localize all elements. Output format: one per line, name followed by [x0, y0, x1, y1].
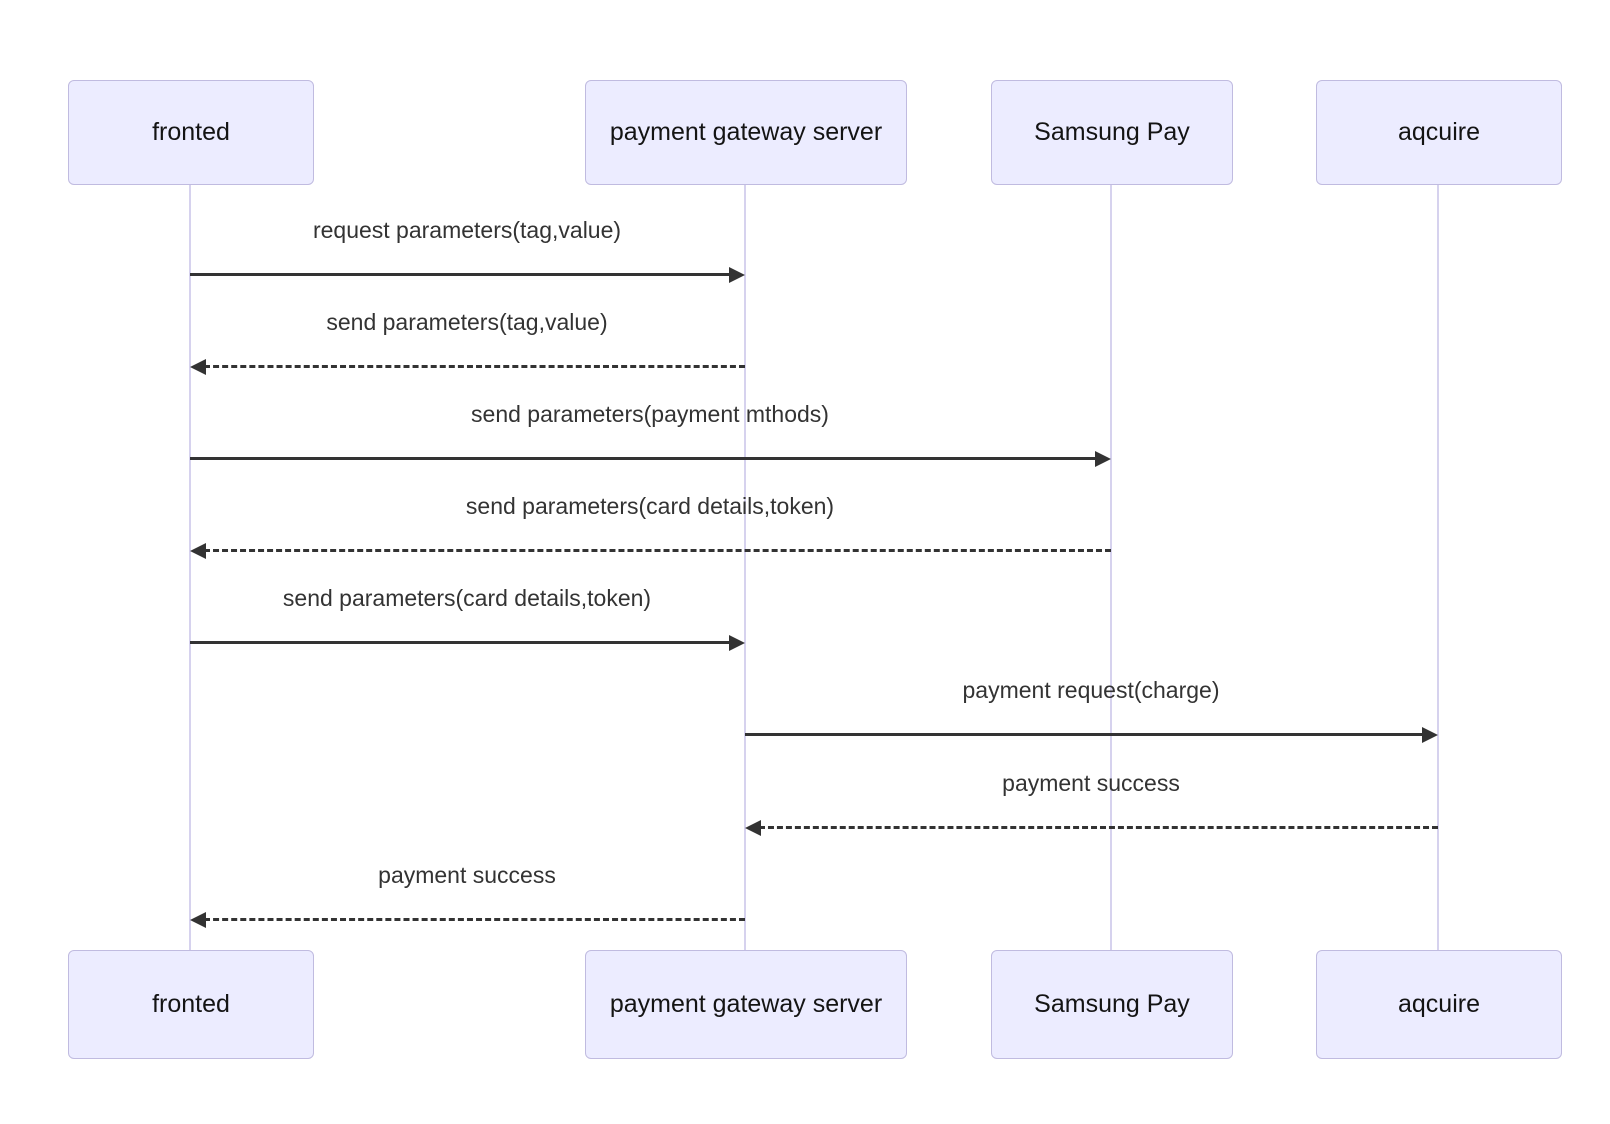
message-line-4: [204, 549, 1111, 552]
actor-label: aqcuire: [1398, 990, 1480, 1018]
message-line-2: [204, 365, 745, 368]
message-line-8: [204, 918, 745, 921]
actor-top-aqcuire: aqcuire: [1316, 80, 1562, 185]
message-line-7: [759, 826, 1438, 829]
actor-label: fronted: [152, 990, 230, 1018]
message-label-5: send parameters(card details,token): [282, 585, 652, 611]
lifeline-aqcuire: [1437, 183, 1439, 950]
actor-bottom-payment-gateway-server: payment gateway server: [585, 950, 907, 1059]
arrowhead-right-icon: [729, 635, 745, 651]
actor-label: Samsung Pay: [1034, 990, 1190, 1018]
message-label-7: payment success: [1002, 770, 1180, 796]
message-line-3: [190, 457, 1097, 460]
message-label-8: payment success: [378, 862, 556, 888]
message-label-2: send parameters(tag,value): [326, 309, 608, 335]
arrowhead-right-icon: [729, 267, 745, 283]
actor-bottom-aqcuire: aqcuire: [1316, 950, 1562, 1059]
actor-bottom-samsung-pay: Samsung Pay: [991, 950, 1233, 1059]
message-label-6: payment request(charge): [962, 677, 1220, 703]
actor-label: Samsung Pay: [1034, 118, 1190, 146]
actor-label: aqcuire: [1398, 118, 1480, 146]
message-label-1: request parameters(tag,value): [312, 217, 622, 243]
arrowhead-left-icon: [190, 543, 206, 559]
lifeline-payment-gateway-server: [744, 183, 746, 950]
arrowhead-left-icon: [745, 820, 761, 836]
actor-label: payment gateway server: [609, 990, 883, 1018]
arrowhead-right-icon: [1095, 451, 1111, 467]
lifeline-fronted: [189, 183, 191, 950]
arrowhead-left-icon: [190, 912, 206, 928]
actor-label: payment gateway server: [609, 118, 883, 146]
actor-top-fronted: fronted: [68, 80, 314, 185]
arrowhead-right-icon: [1422, 727, 1438, 743]
message-label-3: send parameters(payment mthods): [471, 401, 829, 427]
message-line-1: [190, 273, 731, 276]
message-label-4: send parameters(card details,token): [465, 493, 835, 519]
actor-top-samsung-pay: Samsung Pay: [991, 80, 1233, 185]
lifeline-samsung-pay: [1110, 183, 1112, 950]
message-line-5: [190, 641, 731, 644]
arrowhead-left-icon: [190, 359, 206, 375]
actor-label: fronted: [152, 118, 230, 146]
actor-top-payment-gateway-server: payment gateway server: [585, 80, 907, 185]
actor-bottom-fronted: fronted: [68, 950, 314, 1059]
message-line-6: [745, 733, 1424, 736]
